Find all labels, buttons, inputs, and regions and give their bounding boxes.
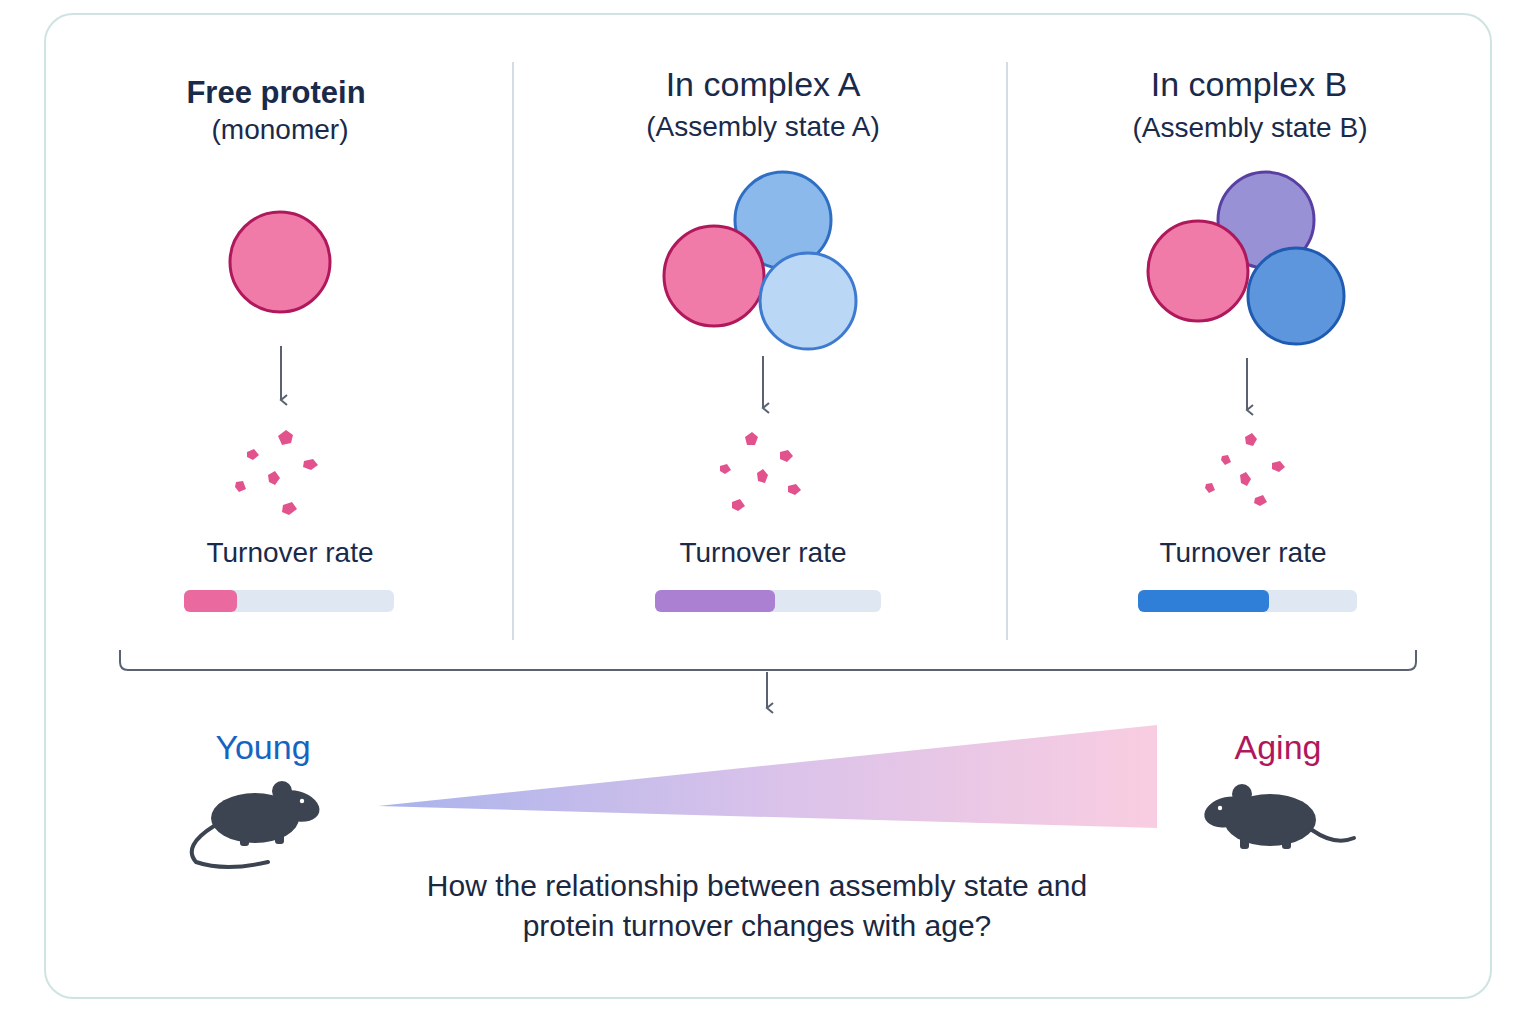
bar-track [655,590,881,612]
bracket [120,650,1416,670]
degradation-arrow [280,346,282,400]
subunit-circle [1148,221,1248,321]
bar-label: Turnover rate [679,537,846,569]
turnover-bar [655,590,775,612]
bar-track [1138,590,1357,612]
outer-panel [45,14,1491,998]
column-heading: In complex A [666,65,861,104]
bracket-arrow [766,672,768,708]
monomer-circle [230,212,330,312]
subunit-circle [760,253,856,349]
age-label: Young [215,728,310,767]
bar-label: Turnover rate [206,537,373,569]
young-mouse [192,781,323,867]
degradation-arrow [762,356,764,408]
column-heading: Free protein [186,75,365,111]
column-subheading: (Assembly state B) [1133,112,1368,144]
age-wedge [378,725,1157,828]
age-label: Aging [1235,728,1322,767]
divider [1006,62,1008,640]
degradation-arrow [1246,358,1248,410]
turnover-bar [184,590,237,612]
turnover-bar [1138,590,1269,612]
aging-mouse [1201,784,1354,849]
column-heading: In complex B [1151,65,1348,104]
bar-track [184,590,394,612]
question-caption: How the relationship between assembly st… [397,866,1117,946]
peptide-fragments [235,430,1285,515]
column-subheading: (Assembly state A) [646,111,879,143]
bar-label: Turnover rate [1159,537,1326,569]
column-subheading: (monomer) [212,114,349,146]
divider [512,62,514,640]
subunit-circle [1248,248,1344,344]
subunit-circle [664,226,764,326]
